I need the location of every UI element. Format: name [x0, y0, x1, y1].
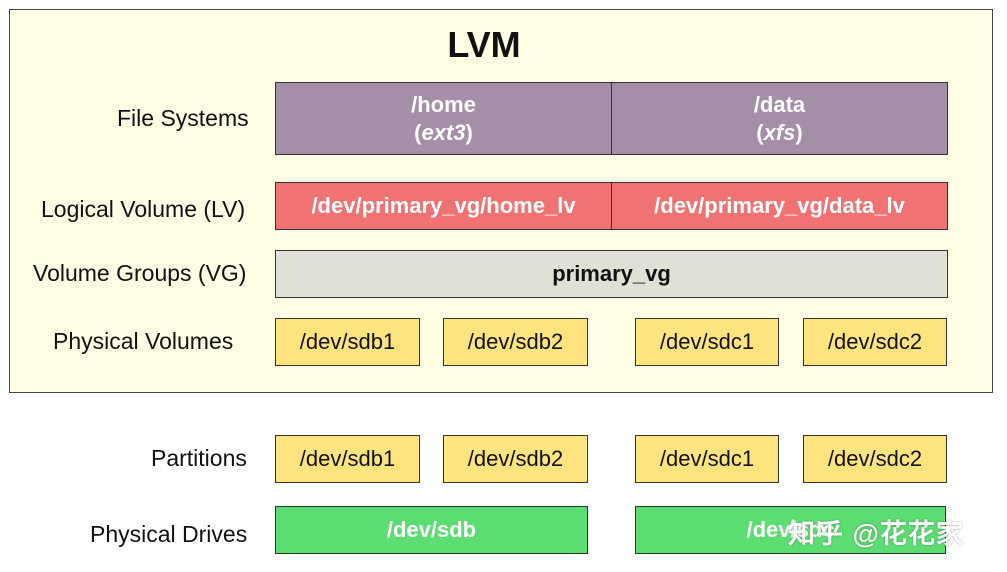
label-physical-volumes: Physical Volumes — [53, 328, 234, 354]
label-volume-groups: Volume Groups (VG) — [33, 260, 247, 286]
label-logical-volume: Logical Volume (LV) — [41, 196, 246, 222]
file-system-type: ext3 — [421, 119, 466, 145]
partition: /dev/sdc2 — [803, 435, 947, 483]
file-system-type-wrapper: (ext3) — [414, 119, 473, 145]
file-system-type: xfs — [763, 119, 796, 145]
volume-group: primary_vg — [275, 250, 948, 298]
logical-volume-data: /dev/primary_vg/data_lv — [611, 182, 948, 230]
label-partitions: Partitions — [151, 445, 247, 471]
file-system-mount: /home — [411, 91, 476, 117]
logical-volume-home: /dev/primary_vg/home_lv — [275, 182, 612, 230]
file-system-mount: /data — [753, 91, 806, 117]
physical-volume: /dev/sdc2 — [803, 318, 947, 366]
label-file-systems: File Systems — [117, 105, 249, 131]
watermark: 知乎 @花花家 — [788, 519, 964, 549]
label-physical-drives: Physical Drives — [90, 521, 248, 547]
physical-volume: /dev/sdb1 — [275, 318, 420, 366]
diagram-title: LVM — [447, 24, 521, 65]
file-system-home: /home (ext3) — [275, 82, 612, 155]
file-system-type-wrapper: (xfs) — [756, 119, 803, 145]
partition: /dev/sdb2 — [443, 435, 588, 483]
physical-volume: /dev/sdc1 — [635, 318, 779, 366]
partition: /dev/sdb1 — [275, 435, 420, 483]
partition: /dev/sdc1 — [635, 435, 779, 483]
physical-volume: /dev/sdb2 — [443, 318, 588, 366]
file-system-data: /data (xfs) — [611, 82, 948, 155]
physical-drive-sdb: /dev/sdb — [275, 506, 588, 554]
physical-drive-sdc: /dev/sdc — [635, 506, 946, 554]
